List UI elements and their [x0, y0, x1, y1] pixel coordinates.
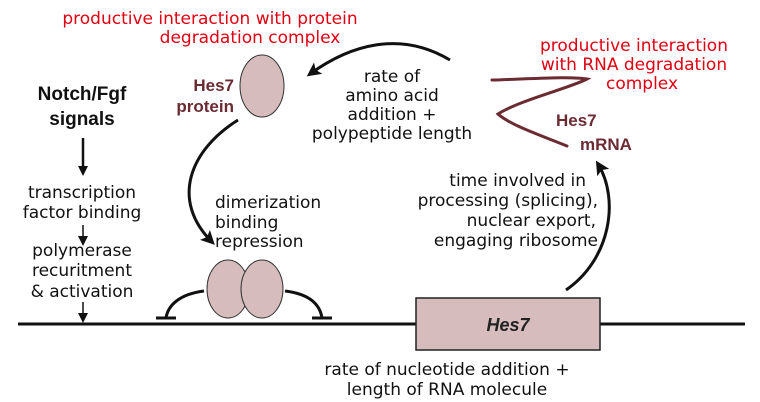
rna-degradation-label-3: complex [606, 74, 678, 94]
hes7-mrna-label-2: mRNA [580, 135, 632, 154]
signals-label: Notch/Fgf [38, 84, 127, 105]
repression-bar-right [284, 289, 332, 320]
rna-degradation-label: productive interaction [540, 36, 728, 56]
translation-label-2: amino acid [345, 86, 439, 106]
repression-bar-left [156, 289, 205, 320]
repression-label-2: binding [215, 213, 278, 233]
hes7-dimer-right [240, 259, 284, 319]
translation-label-3: addition + [348, 105, 437, 125]
protein-to-promoter-arrow [187, 118, 239, 245]
translation-label-4: polypeptide length [312, 124, 472, 144]
transcription-label-2: length of RNA molecule [347, 380, 547, 400]
tf-binding-label-2: factor binding [23, 203, 142, 223]
hes7-protein-label: Hes7 [193, 76, 234, 95]
signals-label-2: signals [49, 109, 114, 130]
hes7-mrna-label: Hes7 [556, 111, 597, 130]
hes7-gene-box [415, 297, 601, 351]
protein-degradation-label-2: degradation complex [160, 28, 341, 48]
polymerase-label-3: & activation [31, 282, 134, 302]
repression-label-3: repression [215, 232, 304, 252]
translation-arrow [306, 42, 451, 77]
rna-degradation-label-2: with RNA degradation [541, 55, 727, 75]
hes7-protein-label-2: protein [176, 97, 234, 116]
polymerase-label: polymerase [32, 241, 132, 261]
hes7-mrna-strand [490, 76, 592, 148]
translation-label: rate of [364, 67, 421, 87]
polymerase-label-2: recuritment [32, 261, 132, 281]
tf-binding-label: transcription [28, 183, 136, 203]
processing-arrow [565, 160, 611, 292]
processing-label-4: engaging ribosome [434, 231, 598, 251]
processing-label: time involved in [449, 171, 586, 191]
processing-label-2: processing (splicing), [418, 191, 598, 211]
hes7-gene-label: Hes7 [486, 315, 530, 335]
protein-degradation-label: productive interaction with protein [62, 9, 357, 29]
transcription-label: rate of nucleotide addition + [324, 360, 569, 380]
processing-label-3: nuclear export, [467, 211, 596, 231]
repression-label: dimerization [215, 193, 321, 213]
hes7-protein-shape [239, 54, 285, 118]
